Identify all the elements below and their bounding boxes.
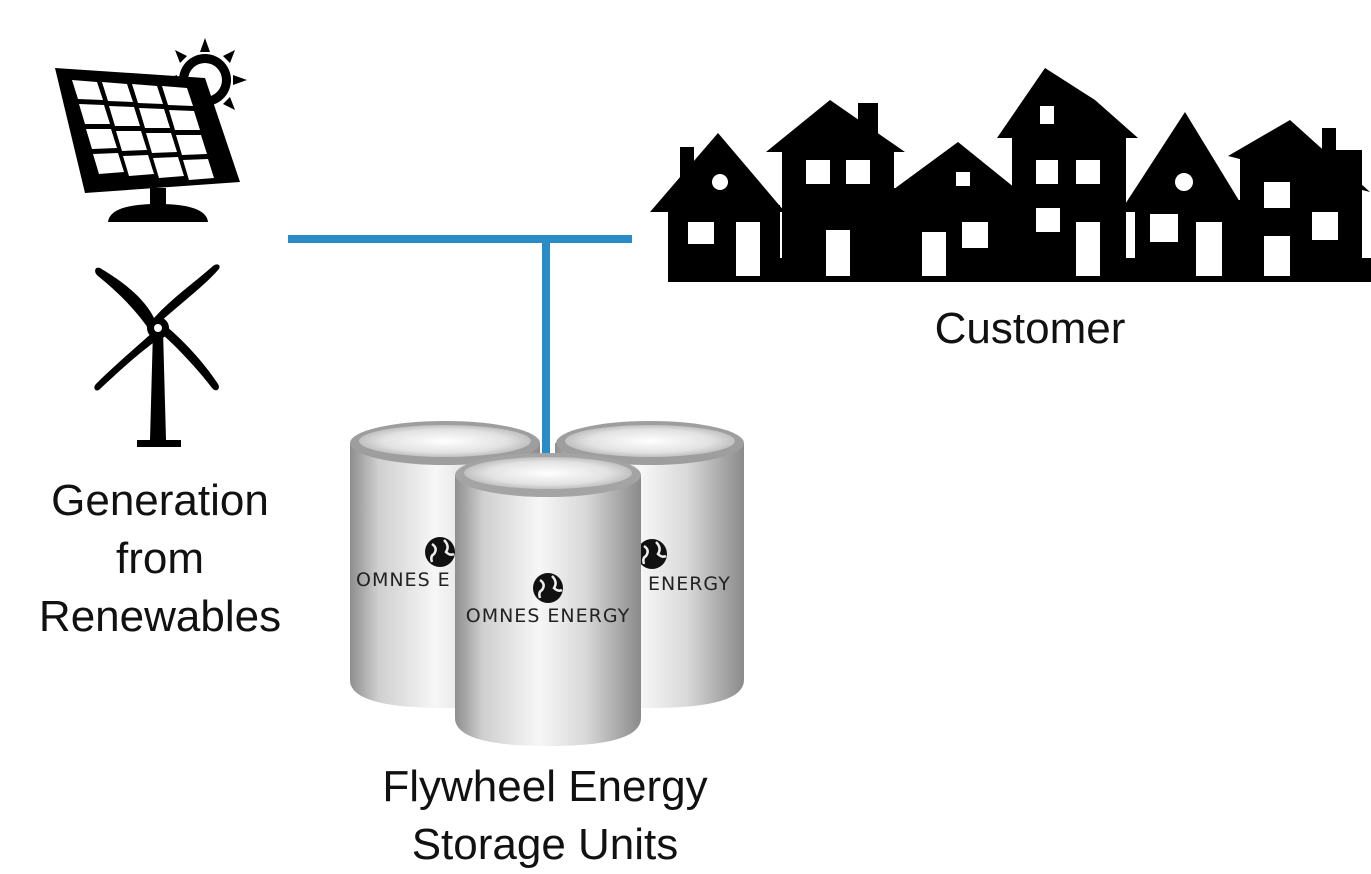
globe-icon	[533, 573, 563, 603]
brand-text-right: ENERGY	[648, 573, 731, 595]
flywheel-units: OMNES E ENERGY OMNES ENERGY	[350, 421, 744, 746]
flywheel-label: Flywheel Energy Storage Units	[382, 762, 708, 869]
globe-icon	[637, 539, 667, 569]
panel-cells	[72, 80, 214, 180]
wind-turbine-icon	[94, 264, 220, 447]
solar-panel-icon	[55, 38, 247, 222]
globe-icon	[425, 537, 455, 567]
generation-label: Generation from Renewables	[38, 476, 282, 641]
houses-icon	[650, 68, 1371, 282]
brand-text-left: OMNES E	[356, 569, 451, 591]
customer-label: Customer	[934, 304, 1126, 353]
power-connector	[288, 235, 632, 462]
flywheel-unit-front: OMNES ENERGY	[455, 453, 641, 746]
brand-text-front: OMNES ENERGY	[466, 605, 630, 627]
